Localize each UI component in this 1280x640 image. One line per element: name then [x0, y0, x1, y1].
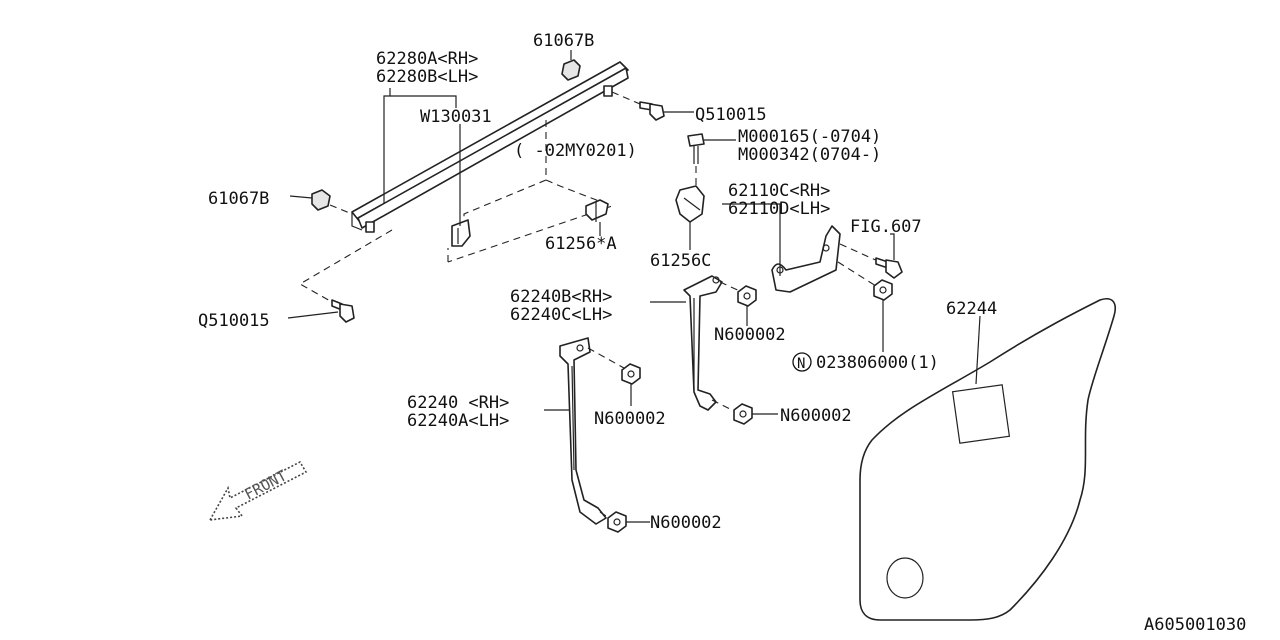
label-62240c: 62240C<LH>	[510, 305, 612, 325]
nut-n600002-c	[733, 403, 753, 425]
clip-61256c	[675, 185, 705, 223]
label-w130031: W130031	[420, 107, 492, 127]
clip-61256a	[585, 199, 609, 222]
sealing-cover-62244	[859, 298, 1116, 621]
clip-61067b-left	[311, 189, 353, 215]
label-62280b: 62280B<LH>	[376, 67, 478, 87]
label-n600002-c: N600002	[780, 406, 852, 426]
weatherstrip-rail	[351, 61, 629, 233]
nut-n600002-a	[737, 285, 757, 307]
nut-023806000	[873, 279, 893, 301]
screw-m000165	[687, 133, 705, 186]
label-model-year: ( -02MY0201)	[514, 141, 637, 161]
label-m000165: M000165(-0704)	[738, 127, 881, 147]
label-n600002-b: N600002	[594, 409, 666, 429]
front-label: FRONT	[241, 466, 289, 503]
label-62240a: 62240A<LH>	[407, 411, 509, 431]
sash-guide-62240	[559, 337, 625, 525]
label-62240: 62240 <RH>	[407, 393, 509, 413]
bolt-q510015-top	[611, 91, 665, 121]
label-61067b-top: 61067B	[533, 31, 594, 51]
n-circle-icon	[792, 352, 812, 372]
bolt-fig607	[875, 257, 903, 279]
label-61256c: 61256C	[650, 251, 711, 271]
label-62110c: 62110C<RH>	[728, 181, 830, 201]
label-n600002-a: N600002	[714, 325, 786, 345]
label-023806000: 023806000(1)	[816, 353, 939, 373]
label-62110d: 62110D<LH>	[728, 199, 830, 219]
clip-61067b-top	[561, 50, 581, 81]
label-61256a: 61256*A	[545, 234, 617, 254]
label-62244: 62244	[946, 299, 997, 319]
sash-guide-62240b	[683, 275, 743, 413]
label-q510015-top: Q510015	[695, 105, 767, 125]
bracket-62110c	[771, 225, 881, 293]
bracket-w130031	[447, 120, 614, 263]
nut-n600002-b	[621, 363, 641, 385]
label-fig607: FIG.607	[850, 217, 922, 237]
label-61067b-left: 61067B	[208, 189, 269, 209]
diagram-id: A605001030	[1144, 615, 1246, 635]
nut-n600002-d	[607, 511, 627, 533]
leader-lines	[287, 88, 981, 523]
bolt-q510015-left	[298, 229, 393, 323]
label-q510015-left: Q510015	[198, 311, 270, 331]
label-m000342: M000342(0704-)	[738, 145, 881, 165]
front-arrow-icon: FRONT	[208, 460, 308, 521]
label-n600002-d: N600002	[650, 513, 722, 533]
n-circle-letter: N	[797, 356, 805, 372]
label-62280a: 62280A<RH>	[376, 49, 478, 69]
label-62240b: 62240B<RH>	[510, 287, 612, 307]
